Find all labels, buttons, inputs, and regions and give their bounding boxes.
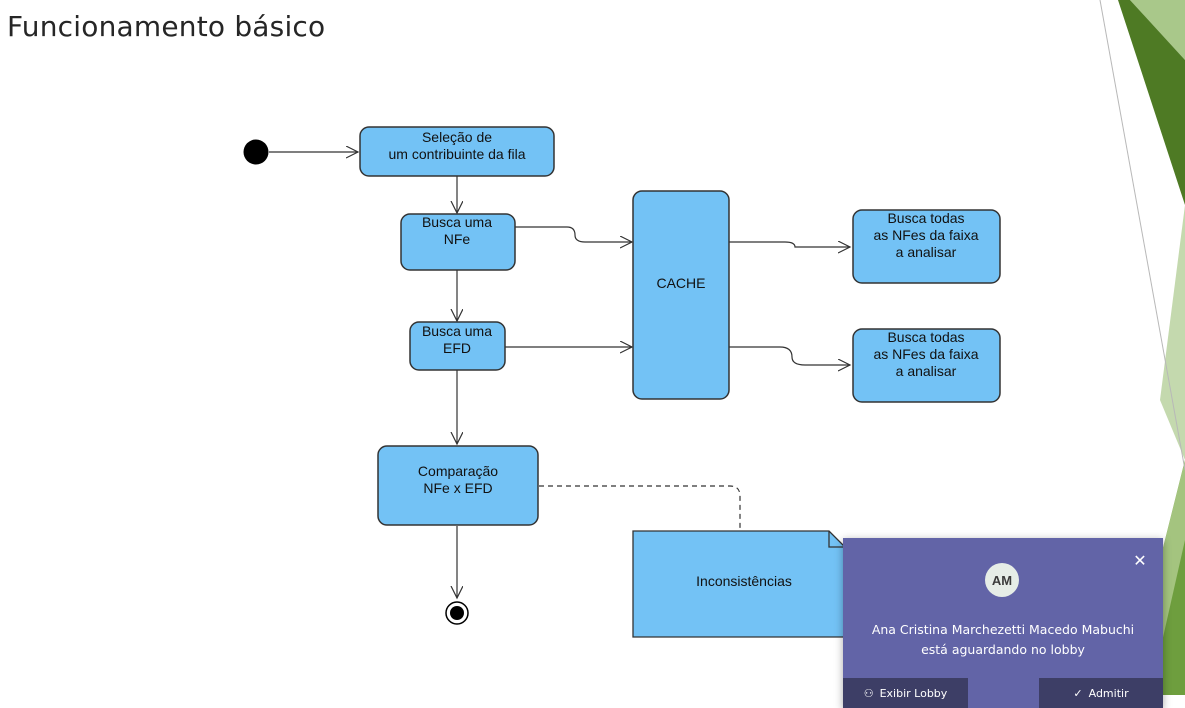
node-busca-nfe-line1: Busca uma: [422, 214, 492, 230]
node-busca-nfe-line2: NFe: [444, 231, 471, 247]
admit-button[interactable]: ✓ Admitir: [1039, 678, 1163, 708]
node-comparacao-line2: NFe x EFD: [423, 480, 492, 496]
node-busca-todas-1-line2: as NFes da faixa: [873, 227, 978, 243]
node-comparacao: Comparação NFe x EFD: [377, 445, 539, 526]
node-busca-todas-2-line1: Busca todas: [887, 329, 964, 345]
node-busca-efd-line1: Busca uma: [422, 323, 492, 339]
lobby-notification: ✕ AM Ana Cristina Marchezetti Macedo Mab…: [843, 538, 1163, 708]
notification-message: Ana Cristina Marchezetti Macedo Mabuchi …: [853, 620, 1153, 660]
people-add-icon: ⚇: [863, 686, 874, 700]
node-busca-todas-1: Busca todas as NFes da faixa a analisar: [852, 209, 1001, 284]
node-selecao-line1: Seleção de: [422, 129, 492, 145]
node-busca-todas-2-line3: a analisar: [896, 363, 957, 379]
node-busca-todas-2: Busca todas as NFes da faixa a analisar: [852, 328, 1001, 403]
node-busca-todas-1-line1: Busca todas: [887, 210, 964, 226]
node-cache-label: CACHE: [656, 275, 705, 291]
note-inconsistencias-label: Inconsistências: [696, 573, 792, 589]
slide-title: Funcionamento básico: [7, 10, 326, 43]
node-cache: CACHE: [632, 190, 730, 400]
node-selecao-line2: um contribuinte da fila: [389, 146, 526, 162]
notification-message-line2: está aguardando no lobby: [921, 642, 1085, 657]
node-busca-efd: Busca uma EFD: [409, 321, 506, 371]
check-icon: ✓: [1073, 686, 1083, 700]
admit-label: Admitir: [1088, 686, 1129, 700]
view-lobby-button[interactable]: ⚇ Exibir Lobby: [843, 678, 968, 708]
notification-message-line1: Ana Cristina Marchezetti Macedo Mabuchi: [871, 622, 1135, 637]
node-busca-nfe: Busca uma NFe: [400, 213, 516, 271]
view-lobby-label: Exibir Lobby: [879, 686, 948, 700]
node-comparacao-line1: Comparação: [418, 463, 498, 479]
final-node: [445, 601, 469, 625]
node-busca-todas-1-line3: a analisar: [896, 244, 957, 260]
start-node: [243, 139, 269, 165]
note-inconsistencias: Inconsistências: [632, 530, 846, 638]
avatar: AM: [985, 563, 1019, 597]
node-busca-efd-line2: EFD: [443, 340, 471, 356]
node-busca-todas-2-line2: as NFes da faixa: [873, 346, 978, 362]
node-selecao: Seleção de um contribuinte da fila: [359, 126, 555, 177]
close-icon[interactable]: ✕: [1133, 551, 1147, 570]
